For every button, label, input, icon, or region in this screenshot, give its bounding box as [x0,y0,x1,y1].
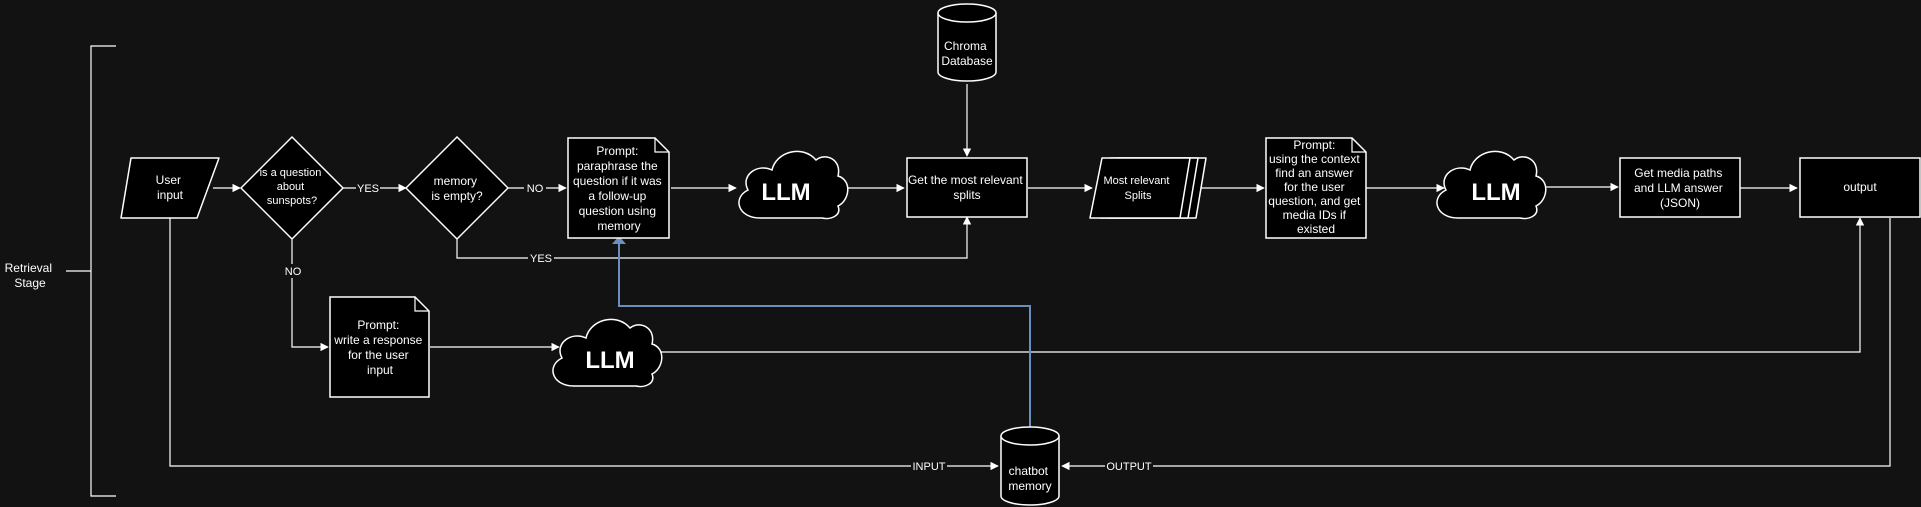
svg-text:User input: User input [156,173,185,202]
user-input-node: User input [120,157,220,219]
svg-text:memory is empty?: memory is empty? [431,174,483,203]
svg-text:Chroma Database: Chroma Database [941,39,993,68]
edge-memory-to-splits [456,216,972,259]
edge-memory-to-paraphrase-blue [618,241,1031,428]
chroma-database-node: Chroma Database [937,3,997,82]
edge-sunspots-to-response [291,239,329,352]
edge-label-no: NO [527,183,544,195]
get-relevant-splits-node: Get the most relevant splits [906,157,1028,218]
svg-text:LLM: LLM [761,179,810,206]
edge-llm3-to-output [660,217,1865,353]
retrieval-stage-label: Retrieval Stage [5,261,56,290]
llm-cloud-2: LLM [1436,150,1547,220]
svg-text:Most relevant Splits: Most relevant Splits [1103,175,1172,202]
edge-label-output: OUTPUT [1106,461,1152,473]
prompt-response-node: Prompt: write a response for the user in… [329,296,430,398]
get-media-paths-node: Get media paths and LLM answer (JSON) [1619,157,1741,218]
svg-text:LLM: LLM [585,347,634,374]
prompt-paraphrase-node: Prompt: paraphrase the question if it wa… [567,137,670,239]
edge-input-to-memory [169,218,999,471]
llm-cloud-3: LLM [552,318,663,388]
sunspots-question-node: is a question about sunspots? [239,135,345,241]
edge-label-no-2: NO [285,266,302,278]
edge-output-to-memory [1061,218,1891,471]
edges: YES NO YES NO INPUT [169,84,1891,473]
svg-text:output: output [1843,180,1877,194]
chatbot-memory-node: chatbot memory [1000,426,1060,506]
output-node: output [1799,157,1921,218]
svg-text:Prompt: write a response: Prompt: write a response for the user in… [333,318,425,377]
svg-text:Get the most relevant sp: Get the most relevant splits [908,173,1026,202]
svg-text:Prompt: paraphrase the: Prompt: paraphrase the question if it wa… [573,144,665,233]
most-relevant-splits-node: Most relevant Splits [1089,157,1207,219]
svg-text:Get media paths and LLM: Get media paths and LLM answer (JSON) [1634,166,1726,210]
prompt-context-node: Prompt: using the context find an answer… [1265,137,1367,239]
svg-text:is a question about: is a question about sunspots? [260,167,325,207]
svg-text:Prompt: using the contex: Prompt: using the context find an answer… [1268,138,1363,236]
retrieval-stage-bracket: Retrieval Stage [5,45,116,497]
memory-empty-node: memory is empty? [404,135,510,241]
llm-cloud-1: LLM [738,150,849,220]
edge-label-yes-2: YES [530,253,552,265]
svg-text:LLM: LLM [1471,179,1520,206]
edge-label-input: INPUT [913,461,946,473]
edge-label-yes: YES [357,183,379,195]
svg-text:chatbot memory: chatbot memory [1008,464,1051,493]
